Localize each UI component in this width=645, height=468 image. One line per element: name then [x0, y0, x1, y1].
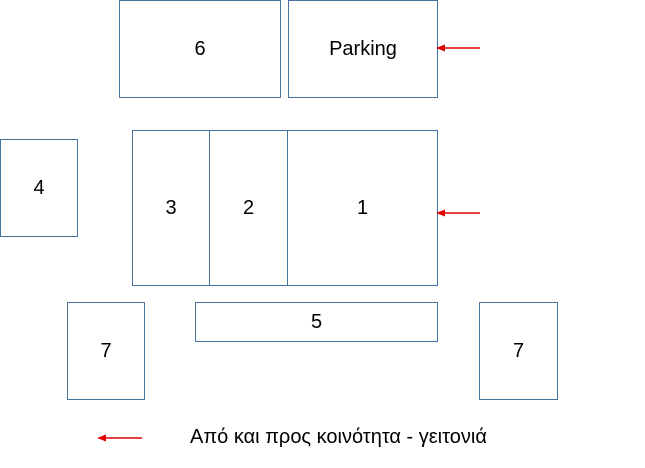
block-7-left: 7 [67, 302, 145, 400]
block-3-label: 3 [165, 196, 177, 219]
block-7-left-label: 7 [100, 339, 112, 362]
legend-text: Από και προς κοινότητα - γειτονιά [190, 426, 487, 448]
block-parking-label: Parking [329, 37, 397, 60]
legend-arrow-icon [97, 433, 143, 443]
block-7-right-label: 7 [512, 339, 525, 362]
block-4: 4 [0, 139, 78, 237]
block-2-label: 2 [242, 196, 255, 219]
block-1: 1 [287, 130, 438, 286]
block-2: 2 [209, 130, 288, 286]
block-parking: Parking [288, 0, 438, 98]
block-6: 6 [119, 0, 281, 98]
block-6-label: 6 [194, 37, 206, 60]
block-5-label: 5 [310, 310, 323, 333]
block-3: 3 [132, 130, 210, 286]
parking-access-arrow-icon [436, 43, 482, 53]
block-5: 5 [195, 302, 438, 342]
block-7-right: 7 [479, 302, 558, 400]
block-1-access-arrow-icon [436, 208, 482, 218]
block-1-label: 1 [356, 196, 369, 219]
block-4-label: 4 [33, 176, 45, 199]
